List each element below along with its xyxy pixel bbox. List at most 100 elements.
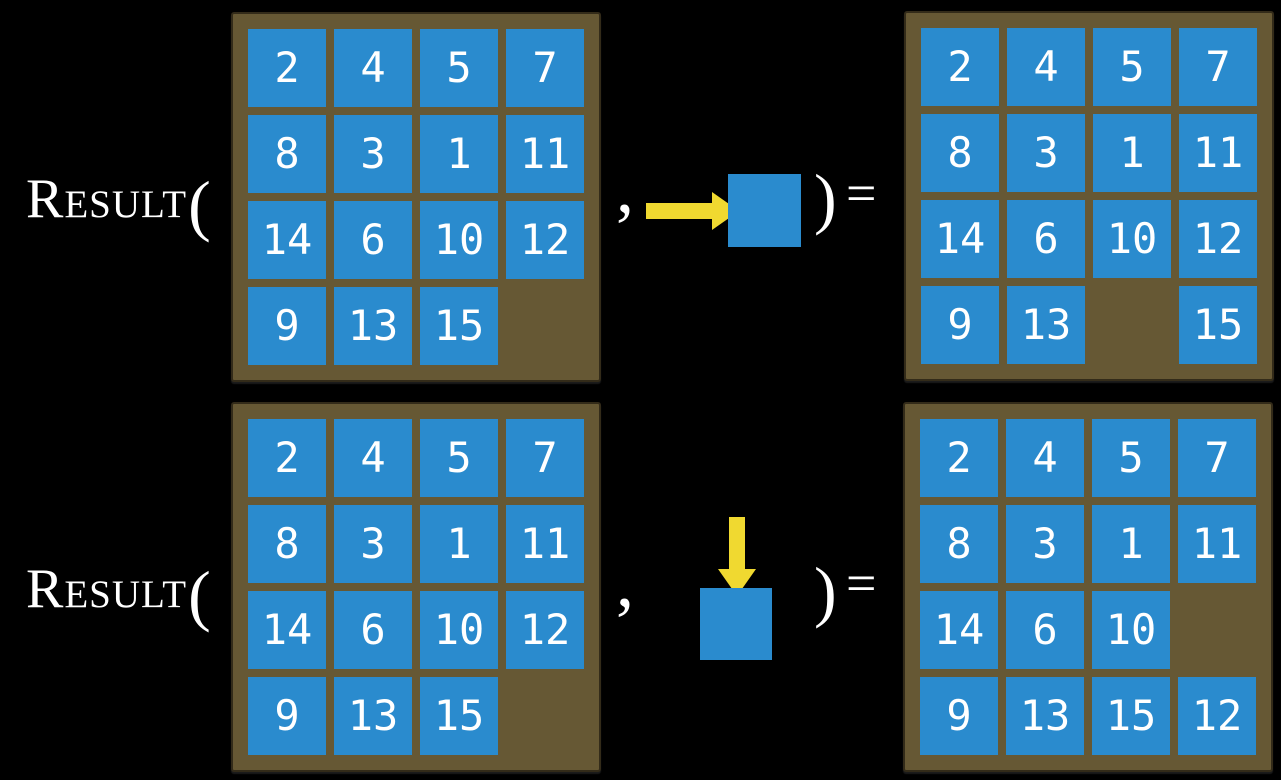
puzzle-tile: 10: [420, 591, 498, 669]
puzzle-tile: 12: [1178, 677, 1256, 755]
function-label: Result(: [26, 168, 211, 239]
grid-cell: 5: [420, 29, 498, 107]
down-arrow-icon: [718, 517, 756, 596]
puzzle-tile: 13: [1007, 286, 1085, 364]
puzzle-tile: 10: [1093, 200, 1171, 278]
grid-cell: 7: [506, 419, 584, 497]
grid-cell: 3: [334, 115, 412, 193]
move-tile-square: [700, 588, 772, 660]
grid-cell: 15: [420, 287, 498, 365]
grid-cell: 6: [334, 201, 412, 279]
close-paren: ): [814, 160, 837, 236]
grid-cell: 15: [420, 677, 498, 755]
grid-cell: 13: [334, 677, 412, 755]
grid-cell: 5: [420, 419, 498, 497]
grid-cell: 14: [920, 591, 998, 669]
puzzle-tile: 10: [1092, 591, 1170, 669]
puzzle-tile: 14: [920, 591, 998, 669]
grid-cell: 12: [1179, 200, 1257, 278]
puzzle-tile: 13: [334, 287, 412, 365]
grid-cell: 11: [1178, 505, 1256, 583]
puzzle-tile: 9: [248, 287, 326, 365]
puzzle-tile: 5: [1093, 28, 1171, 106]
grid-cell: 5: [1092, 419, 1170, 497]
puzzle-tile: 7: [1179, 28, 1257, 106]
grid-cell: 9: [248, 287, 326, 365]
grid-cell: 3: [1006, 505, 1084, 583]
grid-cell: 12: [506, 591, 584, 669]
grid-cell: 11: [1179, 114, 1257, 192]
puzzle-tile: 8: [248, 115, 326, 193]
puzzle-tile: 2: [248, 29, 326, 107]
grid-cell: 10: [420, 591, 498, 669]
grid-cell: 8: [248, 115, 326, 193]
puzzle-tile: 11: [506, 505, 584, 583]
puzzle-tile: 5: [420, 419, 498, 497]
grid-cell: 14: [921, 200, 999, 278]
puzzle-tile: 5: [1092, 419, 1170, 497]
grid-cell: 15: [1092, 677, 1170, 755]
empty-cell: [506, 287, 584, 365]
grid-cell: 3: [334, 505, 412, 583]
puzzle-tile: 2: [921, 28, 999, 106]
puzzle-tile: 1: [1092, 505, 1170, 583]
grid-cell: 12: [506, 201, 584, 279]
puzzle-tile: 8: [921, 114, 999, 192]
grid-cell: 1: [1093, 114, 1171, 192]
puzzle-tile: 1: [420, 505, 498, 583]
puzzle-tile: 2: [920, 419, 998, 497]
equals-sign: =: [846, 553, 877, 613]
function-label: Result(: [26, 561, 211, 629]
grid-cell: 13: [1007, 286, 1085, 364]
puzzle-tile: 2: [248, 419, 326, 497]
grid-cell: 3: [1007, 114, 1085, 192]
puzzle-tile: 15: [1092, 677, 1170, 755]
puzzle-tile: 1: [420, 115, 498, 193]
grid-cell: 8: [248, 505, 326, 583]
grid-cell: 2: [920, 419, 998, 497]
grid-cell: 2: [248, 419, 326, 497]
open-paren: (: [188, 557, 211, 633]
puzzle-tile: 9: [920, 677, 998, 755]
puzzle-tile: 14: [248, 201, 326, 279]
grid-cell: 5: [1093, 28, 1171, 106]
function-name: Result: [26, 168, 188, 230]
puzzle-tile: 4: [1007, 28, 1085, 106]
grid-cell: 7: [1179, 28, 1257, 106]
grid-cell: 9: [921, 286, 999, 364]
puzzle-tile: 7: [1178, 419, 1256, 497]
puzzle-tile: 12: [506, 201, 584, 279]
grid-cell: 6: [334, 591, 412, 669]
grid-cell: 10: [420, 201, 498, 279]
grid-cell: 6: [1007, 200, 1085, 278]
close-paren: ): [814, 553, 837, 629]
puzzle-tile: 12: [1179, 200, 1257, 278]
puzzle-tile: 11: [1179, 114, 1257, 192]
grid-cell: 1: [420, 505, 498, 583]
puzzle-tile: 1: [1093, 114, 1171, 192]
puzzle-tile: 3: [1006, 505, 1084, 583]
right-arrow-icon: [646, 192, 739, 230]
puzzle-tile: 7: [506, 419, 584, 497]
puzzle-tile: 3: [334, 505, 412, 583]
grid-cell: 4: [334, 29, 412, 107]
grid-cell: 7: [1178, 419, 1256, 497]
grid-cell: 13: [1006, 677, 1084, 755]
puzzle-tile: 6: [334, 591, 412, 669]
puzzle-tile: 6: [1007, 200, 1085, 278]
grid-cell: 4: [334, 419, 412, 497]
puzzle-tile: 8: [920, 505, 998, 583]
grid-cell: 9: [920, 677, 998, 755]
move-tile-square: [728, 174, 801, 247]
puzzle-tile: 8: [248, 505, 326, 583]
puzzle-tile: 6: [334, 201, 412, 279]
grid-cell: 2: [921, 28, 999, 106]
puzzle-tile: 12: [506, 591, 584, 669]
comma: ,: [616, 542, 634, 622]
puzzle-tile: 6: [1006, 591, 1084, 669]
empty-cell: [1093, 286, 1171, 364]
